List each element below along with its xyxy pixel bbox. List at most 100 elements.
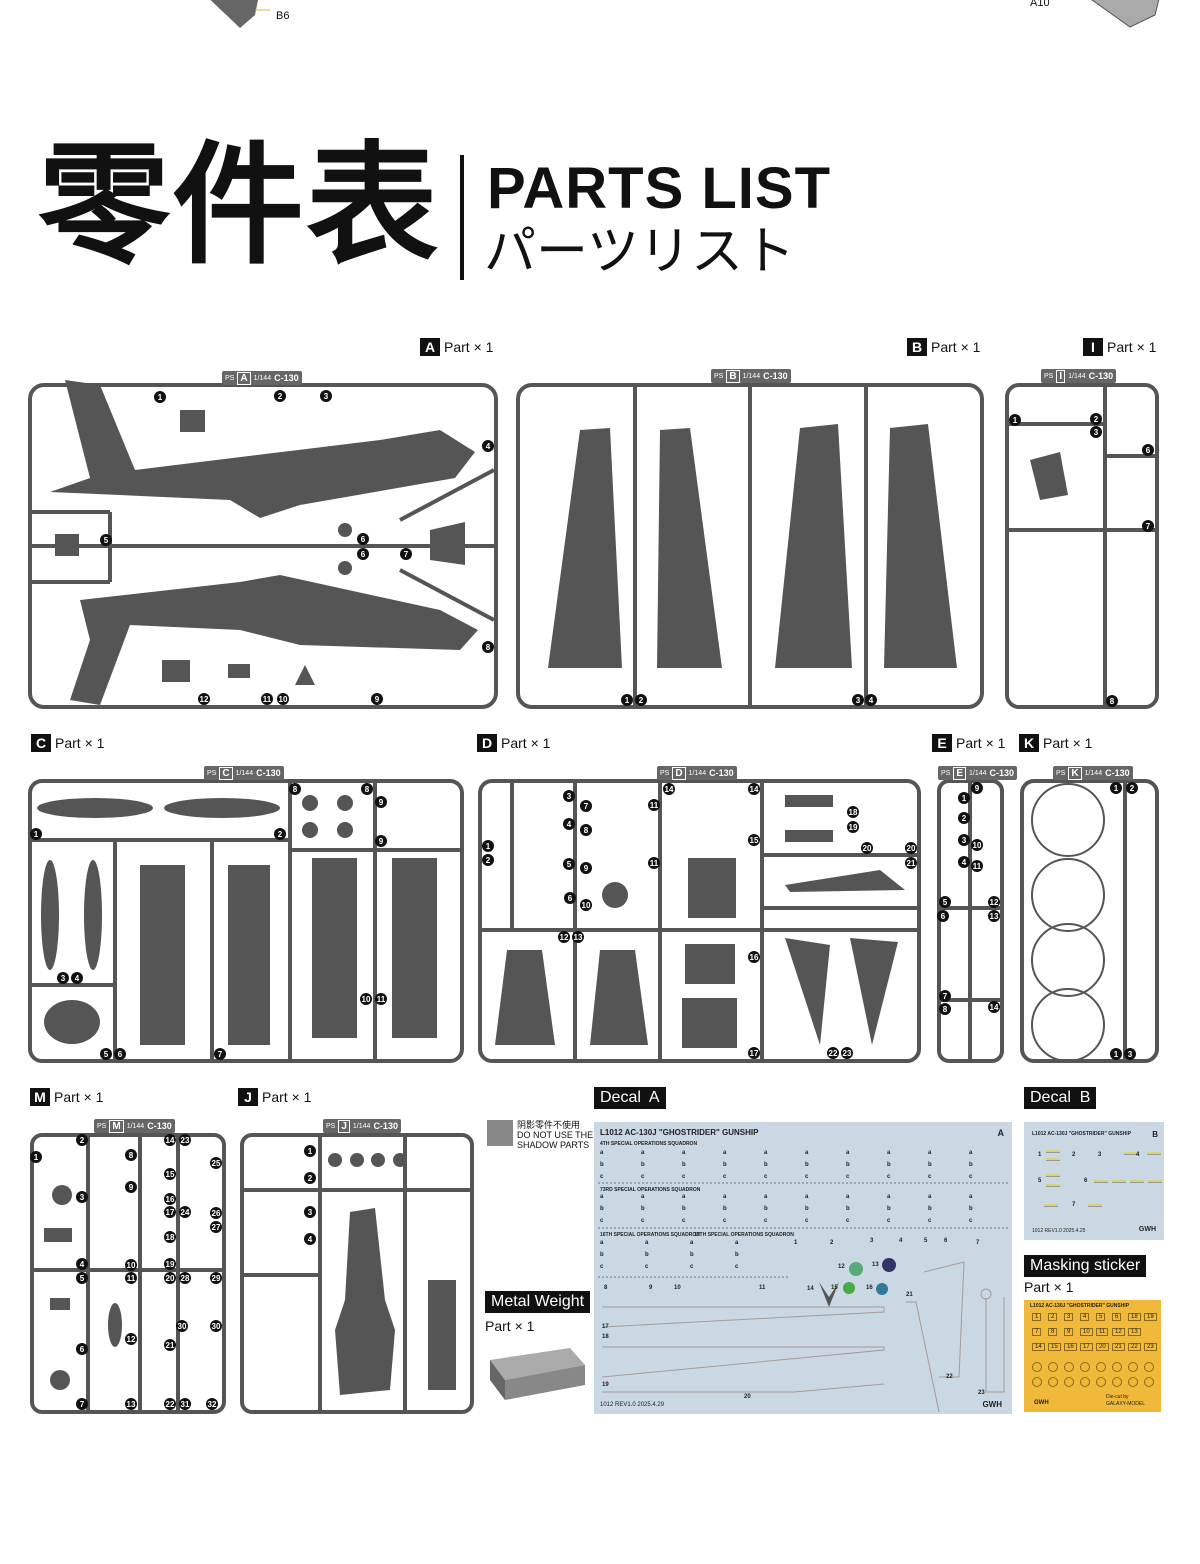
title-divider	[460, 155, 464, 280]
part-number: 10	[277, 693, 289, 705]
mask-round-item	[1080, 1362, 1090, 1372]
tag-model: C-130	[373, 1121, 398, 1131]
tag-scale: 1/144	[742, 372, 761, 380]
decal-item-number: 9	[649, 1285, 653, 1291]
decal-row-letter: a	[723, 1194, 727, 1200]
decal-row-letter: b	[928, 1206, 932, 1212]
part-number: 6	[76, 1343, 88, 1355]
part-number: 13	[125, 1398, 137, 1410]
mask-item-number: 9	[1064, 1328, 1074, 1336]
title-japanese: パーツリスト	[484, 222, 795, 282]
mask-round-item	[1112, 1362, 1122, 1372]
mask-round-item	[1144, 1362, 1154, 1372]
part-number: 9	[375, 835, 387, 847]
part-number: 26	[210, 1207, 222, 1219]
part-number: 7	[400, 548, 412, 560]
tag-model: C-130	[147, 1121, 172, 1131]
part-number: 2	[1090, 413, 1102, 425]
decal-item-number: 7	[976, 1240, 980, 1246]
part-number: 6	[114, 1048, 126, 1060]
decal-row-letter: c	[723, 1174, 727, 1180]
decal-row-letter: c	[723, 1218, 727, 1224]
decal-row-letter: c	[887, 1174, 891, 1180]
part-number: 1	[621, 694, 633, 706]
decal-item-number: 20	[744, 1394, 751, 1400]
sprue-a-frame	[28, 383, 498, 709]
part-number: 2	[958, 812, 970, 824]
mask-item-number: 1	[1032, 1313, 1042, 1321]
mask-round-item	[1048, 1377, 1058, 1387]
mask-round-item	[1128, 1362, 1138, 1372]
decal-row-letter: a	[764, 1194, 768, 1200]
decal-row-letter: c	[969, 1218, 973, 1224]
decal-row-letter: b	[764, 1162, 768, 1168]
stripe-decal	[1046, 1150, 1060, 1153]
part-number: 1	[304, 1145, 316, 1157]
part-number: 16	[748, 951, 760, 963]
decal-row-letter: a	[969, 1150, 973, 1156]
part-number: 13	[572, 931, 584, 943]
top-right-partial-illustration	[1085, 0, 1165, 40]
decal-item-number: 4	[899, 1238, 903, 1244]
mask-round-item	[1112, 1377, 1122, 1387]
mask-item-number: 21	[1112, 1343, 1125, 1351]
stripe-decal	[1088, 1204, 1102, 1207]
mask-item-number: 13	[1128, 1328, 1141, 1336]
shadow-swatch	[487, 1120, 513, 1146]
decal-row-letter: c	[805, 1218, 809, 1224]
sprue-k-frame	[1020, 779, 1159, 1063]
decal-row-letter: c	[805, 1174, 809, 1180]
part-number: 11	[648, 799, 660, 811]
stripe-decal	[1124, 1152, 1138, 1155]
part-number: 29	[210, 1272, 222, 1284]
decal-row-letter: a	[723, 1150, 727, 1156]
decal-row-letter: c	[969, 1174, 973, 1180]
part-number: 7	[1142, 520, 1154, 532]
sprue-letter: D	[477, 734, 497, 752]
part-number: 32	[206, 1398, 218, 1410]
decal-row-letter: b	[641, 1206, 645, 1212]
wing-panel	[657, 428, 722, 668]
part-number: 1	[1110, 1048, 1122, 1060]
tag-scale: 1/144	[253, 374, 272, 382]
part-number: 18	[164, 1231, 176, 1243]
decal-row-letter: c	[764, 1218, 768, 1224]
sprue-letter: A	[420, 338, 440, 356]
shadow-parts-legend: 阴影零件不使用 DO NOT USE THE SHADOW PARTS	[487, 1120, 593, 1150]
mask-item-number: 5	[1096, 1313, 1106, 1321]
part-number: 23	[841, 1047, 853, 1059]
mask-round-item	[1096, 1377, 1106, 1387]
part-number: 4	[71, 972, 83, 984]
decal-item-number: 1	[1038, 1152, 1042, 1158]
part-number: 6	[1142, 444, 1154, 456]
decal-item-number: 12	[838, 1264, 845, 1270]
part-number: 1	[30, 1151, 42, 1163]
part-number: 24	[179, 1206, 191, 1218]
part-number: 4	[76, 1258, 88, 1270]
part-number: 2	[274, 390, 286, 402]
tag-model: C-130	[989, 768, 1015, 778]
part-number: 2	[304, 1172, 316, 1184]
tag-model: C-130	[274, 373, 299, 383]
part-number: 30	[176, 1320, 188, 1332]
tag-ps: PS	[326, 1122, 336, 1130]
tag-model: C-130	[1088, 371, 1114, 381]
sprue-qty: Part × 1	[1107, 339, 1157, 355]
part-number: 1	[482, 840, 494, 852]
decal-row-letter: b	[887, 1206, 891, 1212]
part-number: 9	[580, 862, 592, 874]
sprue-letter: K	[1019, 734, 1039, 752]
part-number: 14	[164, 1134, 176, 1146]
sprue-letter: M	[30, 1088, 50, 1106]
squadron-heading: 4TH SPECIAL OPERATIONS SQUADRON	[600, 1141, 698, 1147]
mask-round-item	[1064, 1362, 1074, 1372]
part-number: 3	[76, 1191, 88, 1203]
decal-a-outlines	[598, 1182, 1008, 1413]
decal-row-letter: a	[969, 1194, 973, 1200]
decal-item-number: 13	[872, 1262, 879, 1268]
tag-scale: 1/144	[688, 769, 707, 777]
